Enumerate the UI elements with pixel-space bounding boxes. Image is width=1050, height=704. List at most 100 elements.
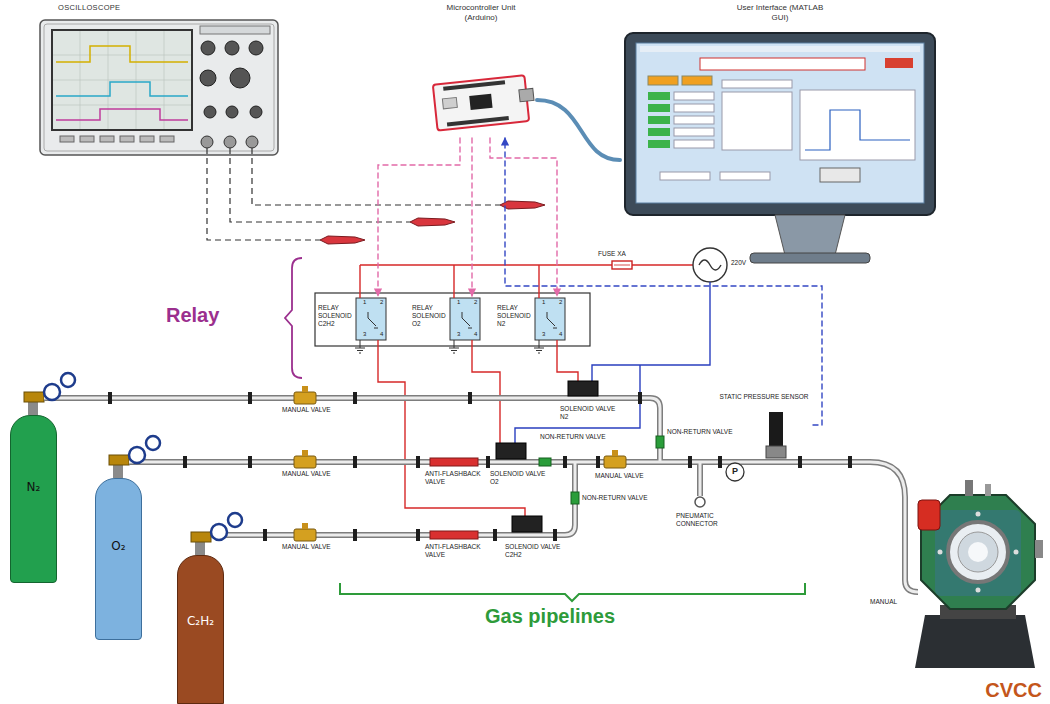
- regulator-gauge: [129, 447, 145, 463]
- regulator-gauge: [228, 513, 242, 527]
- pipe-coupling: [416, 456, 420, 468]
- relay-panel: [356, 298, 386, 340]
- part-label: MANUAL VALVE: [282, 406, 331, 414]
- control-signal: [471, 138, 472, 296]
- oscilloscope-drawing: [226, 106, 238, 118]
- pipe-coupling: [353, 456, 357, 468]
- cylinder-regulators: [109, 455, 129, 465]
- pipe-coupling: [353, 392, 357, 404]
- relay-panel: [315, 293, 590, 346]
- arduino-board: [433, 74, 536, 130]
- arduino-board: [433, 75, 529, 130]
- part-label: MANUAL VALVE: [595, 472, 644, 480]
- pin-number: 1: [363, 299, 366, 306]
- solenoid-valve: [496, 443, 526, 459]
- monitor-drawing: [625, 33, 935, 215]
- power-wiring: [699, 260, 721, 270]
- gas-pipe: [44, 398, 918, 592]
- cvcc-drawing: [938, 550, 943, 555]
- node-text: User Interface (MATLAB GUI): [728, 3, 832, 23]
- monitor-drawing: [885, 58, 913, 68]
- monitor-drawing: [674, 104, 714, 112]
- probe-leads: [207, 148, 320, 240]
- monitor-drawing: [805, 110, 910, 150]
- part-label: NON-RETURN VALVE: [540, 433, 606, 441]
- part-label: MANUAL VALVE: [282, 543, 331, 551]
- gas-cylinder: O₂: [95, 478, 142, 640]
- oscilloscope-drawing: [60, 136, 74, 142]
- arduino-board: [447, 116, 509, 126]
- node-text: Microcontroller Unit (Arduino): [429, 3, 533, 23]
- part-label: SOLENOID VALVE O2: [490, 470, 552, 486]
- oscilloscope: OSCILLOSCOPE: [38, 3, 285, 159]
- group-label: Relay: [166, 303, 219, 327]
- anti-flashback-valve: [430, 531, 478, 539]
- part-label: PNEUMATIC CONNECTOR: [676, 512, 724, 528]
- relay-panel: [355, 340, 365, 353]
- monitor-drawing: [674, 116, 714, 124]
- oscilloscope-drawing: [246, 136, 258, 148]
- node-text: STATIC PRESSURE SENSOR: [715, 393, 813, 400]
- manual-valve: [302, 450, 308, 456]
- cvcc-drawing: [976, 588, 981, 593]
- monitor-drawing: [640, 46, 920, 52]
- oscilloscope-drawing: [200, 26, 270, 34]
- pipe-coupling: [183, 456, 187, 468]
- control-signal: [378, 138, 460, 296]
- monitor-drawing: [720, 172, 770, 180]
- pipe-coupling: [263, 529, 267, 541]
- pressure-gauge: [726, 463, 744, 481]
- oscilloscope-drawing: [204, 106, 216, 118]
- probe-leads: [207, 148, 500, 240]
- node-text: C₂H₂: [178, 556, 223, 628]
- pipe-coupling: [553, 529, 557, 541]
- pipe-coupling: [688, 456, 692, 468]
- pin-number: 4: [559, 331, 562, 338]
- cvcc-drawing: [918, 500, 940, 530]
- relay-panel: [462, 312, 472, 328]
- pipe-coupling: [718, 456, 722, 468]
- solenoid-valve: [568, 381, 598, 396]
- oscilloscope-drawing: [80, 136, 94, 142]
- probe-tip: [500, 201, 545, 209]
- usb-cable: [537, 100, 620, 160]
- relay-bracket: [285, 258, 302, 378]
- monitor-drawing: [648, 128, 670, 136]
- combustion-chamber: CVCC: [862, 478, 1048, 701]
- microcontroller-unit: Microcontroller Unit (Arduino): [425, 3, 537, 138]
- cvcc-drawing: [1014, 550, 1019, 555]
- regulator-gauge: [44, 384, 60, 400]
- monitor-drawing: [722, 92, 792, 150]
- arduino-board: [442, 97, 457, 108]
- pipe-coupling: [596, 456, 600, 468]
- oscilloscope-drawing: [225, 41, 239, 55]
- group-label: Gas pipelines: [485, 604, 615, 628]
- part-label: ANTI-FLASHBACK VALVE: [425, 543, 485, 559]
- power-wiring: [378, 340, 578, 516]
- gas-pipe: [44, 398, 918, 592]
- monitor-drawing: [775, 215, 845, 255]
- node-text: N₂: [11, 416, 56, 494]
- manual-valve: [294, 456, 316, 468]
- solenoid-valve: [512, 516, 542, 532]
- probe-leads: [252, 148, 500, 205]
- pipelines-bracket: [340, 583, 805, 601]
- probe-leads: [230, 148, 410, 222]
- power-wiring: [693, 248, 727, 282]
- cylinder-regulators: [28, 400, 38, 415]
- pin-number: 3: [363, 331, 366, 338]
- pipe-coupling: [108, 392, 852, 541]
- non-return-valve: [656, 436, 664, 448]
- oscilloscope-drawing: [53, 31, 191, 129]
- voltage-label: 220V: [731, 259, 746, 267]
- cvcc-drawing: [965, 480, 973, 496]
- relay-panel: [368, 312, 378, 328]
- manual-valve: [302, 386, 308, 392]
- oscilloscope-drawing: [100, 136, 114, 142]
- pipe-coupling: [493, 529, 497, 541]
- anti-flashback-valve: [430, 458, 478, 466]
- oscilloscope-drawing: [56, 46, 188, 62]
- relay-bracket: [285, 258, 302, 378]
- node-text: RELAY SOLENOID C2H2: [316, 296, 354, 327]
